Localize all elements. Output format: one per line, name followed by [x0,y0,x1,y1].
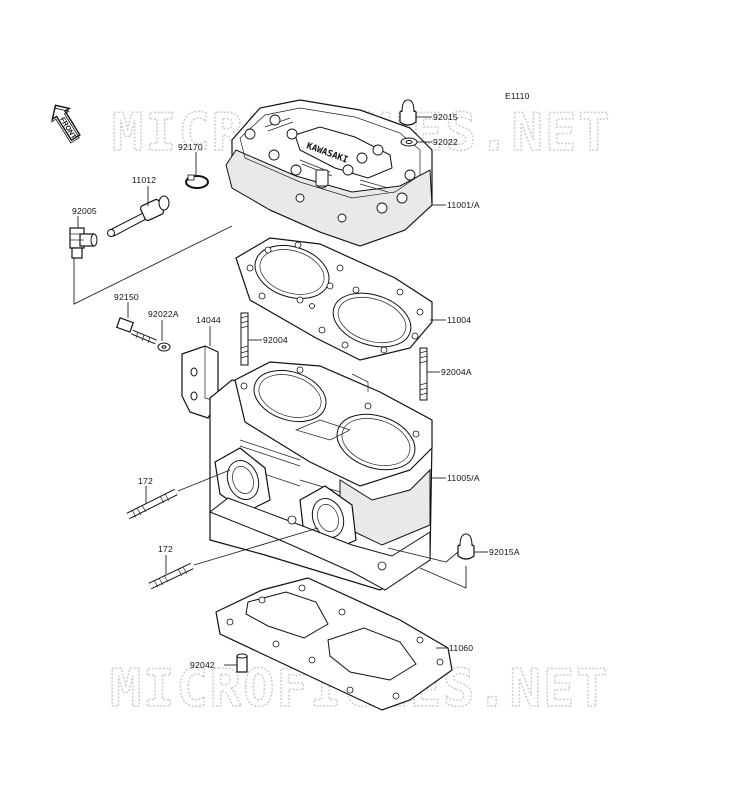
label-92022A: 92022A [148,309,179,319]
label-11004: 11004 [447,315,471,325]
cylinder-block [209,361,433,591]
water-fitting-11012 [107,195,170,237]
elbow-fitting-92005 [69,227,98,259]
label-11005A: 11005/A [447,473,480,483]
cap-nut-92015 [399,99,417,126]
diagram-code: E1110 [505,91,530,101]
label-172-lower: 172 [158,544,173,554]
label-92015: 92015 [433,112,458,122]
cap-nut-92015A [457,533,475,560]
base-gasket [215,577,453,711]
head-gasket [235,237,433,361]
stud-92004A [419,347,428,401]
label-11060: 11060 [449,643,473,653]
hose-clamp-92170 [185,174,209,189]
label-14044: 14044 [196,315,221,325]
washer-92022 [400,137,418,147]
label-11012: 11012 [132,175,156,185]
label-92042: 92042 [190,660,215,670]
label-92150: 92150 [114,292,139,302]
cylinder-head: KAWASAKI [225,99,433,247]
washer-92022A [157,342,171,352]
stud-172-upper [126,488,178,520]
front-arrow-icon: FRONT [51,104,81,144]
bolt-92150 [115,317,157,345]
label-92005: 92005 [72,206,97,216]
stud-172-lower [148,562,194,590]
label-92004A: 92004A [441,367,472,377]
label-92170: 92170 [178,142,203,152]
label-92004: 92004 [263,335,288,345]
label-92022: 92022 [433,137,458,147]
dowel-pin-92042 [236,653,248,673]
label-11001A: 11001/A [447,200,480,210]
stud-92004 [240,312,249,366]
label-92015A: 92015A [489,547,520,557]
label-172-upper: 172 [138,476,153,486]
